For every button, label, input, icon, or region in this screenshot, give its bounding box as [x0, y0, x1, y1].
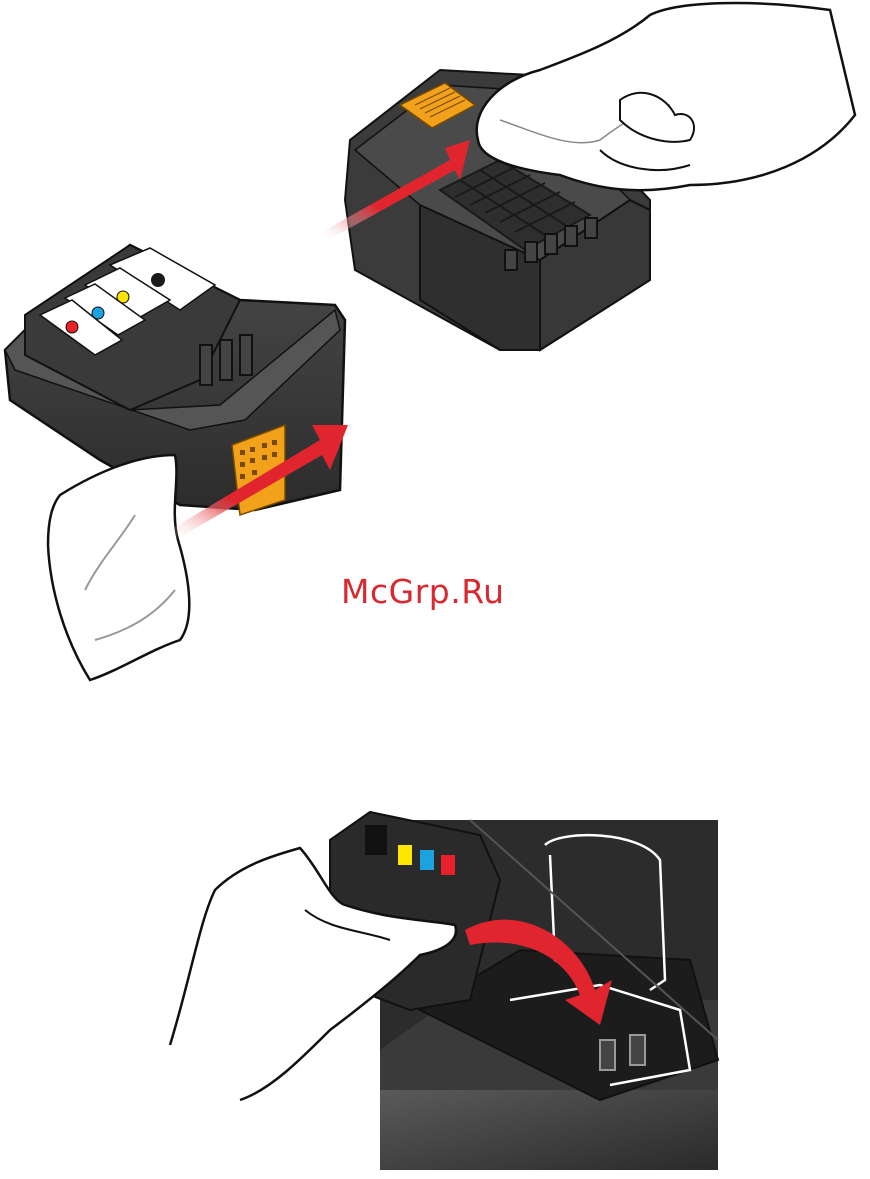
hand-with-cloth-top: [477, 3, 855, 190]
slot-cyan: [420, 850, 434, 870]
wipe-cloth-left: [48, 455, 189, 680]
ink-black-dot: [151, 273, 165, 287]
ink-magenta-dot: [66, 321, 78, 333]
watermark-text: McGrp.Ru: [341, 572, 551, 612]
slot-black: [365, 825, 387, 855]
slot-yellow: [398, 845, 412, 865]
slot-magenta: [441, 855, 455, 875]
